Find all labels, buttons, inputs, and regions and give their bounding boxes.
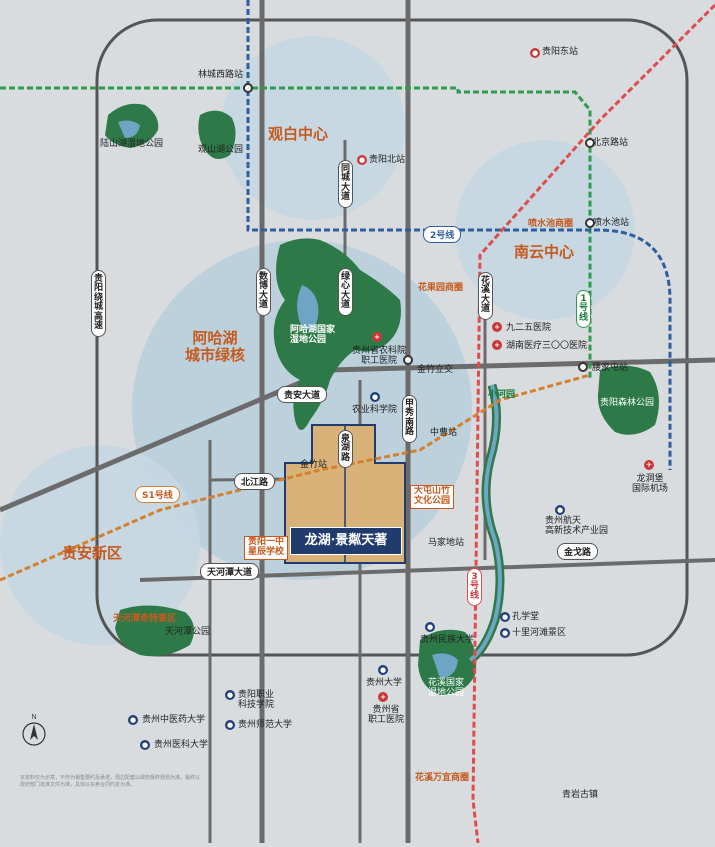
station-guiyangbei-label: 贵阳北站 <box>369 155 406 165</box>
airport-icon: ✈ <box>644 460 654 470</box>
disclaimer-footnote: 本资料仅为示意，不作为销售要约及承诺，周边配套以政府最终规划为准。最终以政府部门… <box>20 775 201 788</box>
station-bijiashan-label: 腰家屯站 <box>592 363 629 373</box>
hospital-icon: + <box>378 692 388 702</box>
road-shubo-label: 数博大道 <box>256 268 271 316</box>
industry-park-icon: ● <box>555 505 565 515</box>
metro-line2-label: 2号线 <box>423 226 462 243</box>
poi-ahahu-park-label: 阿哈湖国家 湿地公园 <box>290 325 336 346</box>
poi-zhigong-hospital-label: 贵州省 职工医院 <box>368 705 405 726</box>
university-icon: ● <box>225 690 235 700</box>
poi-tianhetan-scenic-label: 天河潭奇特景区 <box>113 614 177 624</box>
poi-shilihetan-label: 十里河滩景区 <box>512 628 567 638</box>
north-arrow-icon: N <box>22 714 46 746</box>
poi-xiaohe-label: 小河园 <box>488 390 516 400</box>
road-beijiang-label: 北江路 <box>234 473 276 490</box>
poi-minzu-label: 贵州民族大学 <box>420 635 475 645</box>
road-jiaxiu-label: 甲秀南路 <box>402 395 417 443</box>
poi-qingyan-label: 青岩古镇 <box>562 790 599 800</box>
poi-yike-label: 贵州医科大学 <box>154 740 209 750</box>
station-xiaomenqiao-label: 马家地站 <box>428 538 465 548</box>
station-jinzhulijiao-label: 金竹立交 <box>417 365 454 375</box>
university-icon: ● <box>128 715 138 725</box>
poi-penshuichi-sq-label: 喷水池商圈 <box>528 219 574 229</box>
poi-dianzi-label: 贵阳职业 科技学院 <box>238 690 275 711</box>
culture-icon: ● <box>500 612 510 622</box>
station-guiyangdong-label: 贵阳东站 <box>542 47 579 57</box>
road-tongcheng-label: 同城大道 <box>338 160 353 208</box>
district-ahahu-label: 阿哈湖 城市绿核 <box>185 329 246 365</box>
station-linchengxilu-label: 林城西路站 <box>198 70 244 80</box>
station-pengshuichi-label: 喷水池站 <box>593 218 630 228</box>
poi-hospital-925-label: 九二五医院 <box>506 323 552 333</box>
station-jinzhulijiao-icon <box>403 355 413 365</box>
poi-kongxuetang-label: 孔学堂 <box>512 612 540 622</box>
railway-station-icon: ● <box>357 155 367 165</box>
road-lvxin-label: 绿心大道 <box>338 268 353 316</box>
station-beijinglu-label: 北京路站 <box>592 138 629 148</box>
poi-shifan-label: 贵州师范大学 <box>238 720 293 730</box>
metro-line1-label: 1号线 <box>576 290 591 329</box>
station-zhongcao-label: 中曹站 <box>430 428 458 438</box>
hospital-icon: + <box>492 340 502 350</box>
station-jinzhu-label: 金竹站 <box>300 460 328 470</box>
district-guian-label: 贵安新区 <box>62 544 123 562</box>
university-icon: ● <box>425 622 435 632</box>
station-beijinglu-icon <box>585 138 595 148</box>
road-jinge-label: 金戈路 <box>557 543 599 560</box>
road-huaxi-label: 花溪大道 <box>478 272 493 320</box>
station-bijiashan-icon <box>578 362 588 372</box>
poi-guanshan-label: 观山湖公园 <box>198 145 244 155</box>
university-icon: ● <box>140 740 150 750</box>
poi-guizhoudaxue-label: 贵州大学 <box>366 678 403 688</box>
poi-nongke-hospital-label: 贵州省农科院 职工医院 <box>352 346 407 367</box>
poi-hangtian-label: 贵州航天 高新技术产业园 <box>545 516 609 537</box>
metro-line3-label: 3号线 <box>467 568 482 607</box>
poi-school-badge: 贵阳一中 星辰学校 <box>244 536 289 560</box>
poi-airport-label: 龙洞堡 国际机场 <box>631 474 669 495</box>
road-ring-label: 贵阳绕城高速 <box>91 270 106 337</box>
station-linchengxilu-icon <box>243 83 253 93</box>
university-icon: ● <box>378 665 388 675</box>
poi-nongye-label: 农业科学院 <box>352 405 398 415</box>
poi-zhongyi-label: 贵州中医药大学 <box>142 715 206 725</box>
poi-tianhetan-park-label: 天河潭公园 <box>165 627 211 637</box>
district-guanbai-label: 观白中心 <box>268 125 329 143</box>
svg-text:N: N <box>31 714 36 721</box>
station-pengshuichi-icon <box>585 218 595 228</box>
metro-s1-label: S1号线 <box>135 486 180 503</box>
hospital-icon: + <box>492 322 502 332</box>
poi-cultural-park-badge: 大屯山竹 文化公园 <box>410 485 455 509</box>
project-name-banner: 龙湖·景粼天著 <box>290 527 402 555</box>
poi-huaxi-wanda-label: 花溪万宜商圈 <box>415 773 470 783</box>
poi-hospital-300-label: 湖南医疗三〇〇医院 <box>506 341 588 351</box>
poi-huaxi-park-label: 花溪国家 湿地公园 <box>428 678 465 699</box>
district-nanyun-label: 南云中心 <box>514 243 575 261</box>
scenic-icon: ● <box>500 628 510 638</box>
university-icon: ● <box>225 720 235 730</box>
poi-huaguoyuan-label: 花果园商圈 <box>418 283 464 293</box>
road-guian-label: 贵安大道 <box>277 386 328 403</box>
hospital-icon: + <box>372 332 382 342</box>
road-tianhetan-label: 天河潭大道 <box>200 563 260 580</box>
poi-luoshan-label: 陆山湖湿地公园 <box>100 139 164 149</box>
poi-senlin-label: 贵阳森林公园 <box>600 398 655 408</box>
research-icon: ● <box>370 392 380 402</box>
road-quanhu-label: 泉湖路 <box>338 430 353 469</box>
railway-station-icon: ● <box>530 48 540 58</box>
